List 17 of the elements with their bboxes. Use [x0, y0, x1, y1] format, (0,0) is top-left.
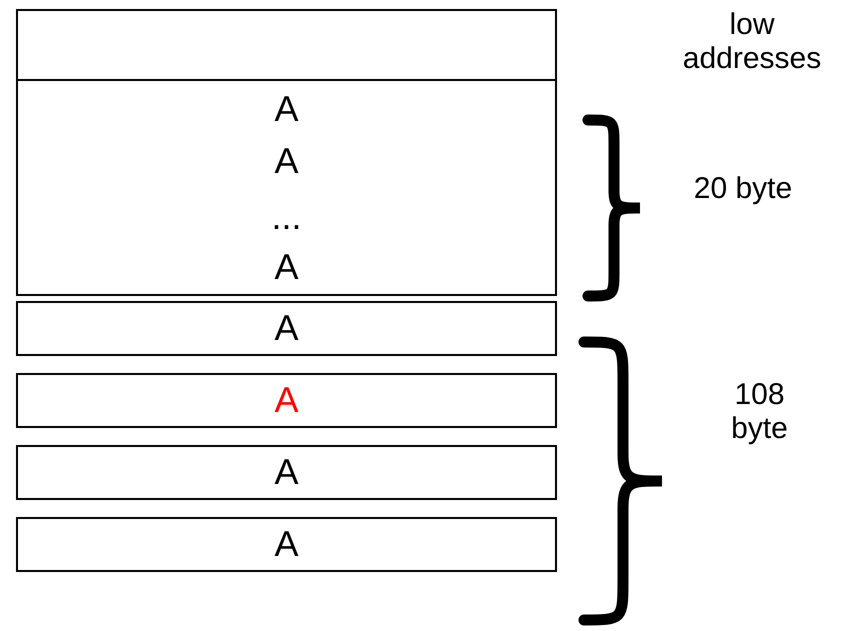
- memory-cell: [16, 301, 557, 356]
- memory-cell: [16, 445, 557, 500]
- memory-cell: [16, 79, 557, 296]
- cell-value: A: [274, 380, 298, 420]
- cell-value: A: [274, 452, 298, 492]
- cell-value: A: [274, 308, 298, 348]
- size-label: 20 byte: [692, 172, 794, 206]
- memory-cell: [16, 9, 557, 81]
- memory-cell: [16, 517, 557, 572]
- cell-value: A: [274, 141, 298, 181]
- cell-value: A: [274, 247, 298, 287]
- cell-value: A: [274, 89, 298, 129]
- cell-value: A: [274, 524, 298, 564]
- size-label: 108 byte: [730, 378, 789, 446]
- address-note: low addresses: [682, 8, 822, 76]
- cell-value: ...: [271, 197, 302, 237]
- memory-cell: [16, 373, 557, 428]
